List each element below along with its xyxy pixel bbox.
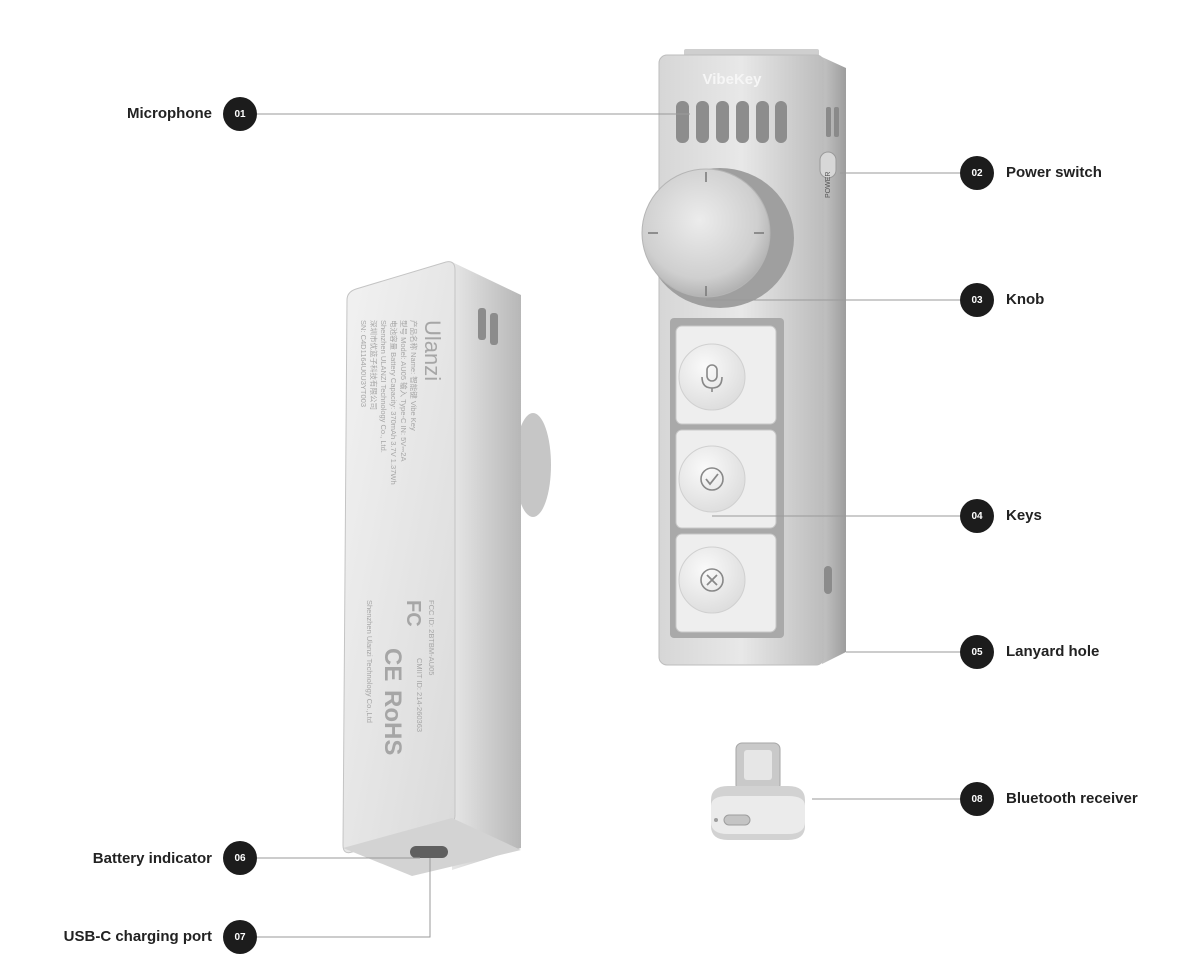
reg-line: Shenzhen Ulanzi Technology Co.,Ltd: [365, 600, 374, 723]
ce-mark: CE: [379, 648, 406, 681]
back-face: [342, 261, 456, 854]
reg-line: CMIIT ID: 214-260363: [415, 658, 424, 732]
front-device: VibeKey POWER: [641, 49, 846, 666]
brand-logo: VibeKey: [703, 71, 763, 88]
callout-badge: 03: [960, 283, 994, 317]
back-label-text: Ulanzi 产品名称 Name: 智能键 Vibe Key 型号 Model:…: [359, 320, 445, 755]
bluetooth-receiver: [711, 742, 805, 840]
callout-badge: 02: [960, 156, 994, 190]
back-vent: [490, 313, 498, 345]
spec-line: 电池容量 Battery Capacity: 370mAh 3.7V 1.37W…: [389, 320, 399, 485]
usb-c-port: [410, 846, 448, 858]
fc-mark: FC: [402, 600, 424, 627]
side-vent: [826, 107, 831, 137]
callout-label-battery-indicator: Battery indicator: [92, 850, 212, 867]
leader-line: [257, 858, 431, 938]
microphone-grille: [676, 101, 787, 143]
key-cancel[interactable]: [675, 533, 777, 633]
rohs-mark: RoHS: [379, 690, 406, 755]
spec-line: 产品名称 Name: 智能键 Vibe Key: [409, 320, 419, 431]
spec-line: 深圳市优篮子科技有限公司: [369, 320, 379, 410]
callout-badge: 04: [960, 499, 994, 533]
back-brand: Ulanzi: [420, 320, 445, 381]
x-circle-icon: [700, 568, 724, 592]
knob[interactable]: [641, 168, 794, 308]
spec-line: 型号 Model: AU05 输入 Type-C IN: 5V⎓2A: [399, 320, 409, 461]
device-side-face: [822, 57, 846, 664]
key-check[interactable]: [675, 429, 777, 529]
plug-inner: [744, 750, 772, 780]
receiver-face: [711, 796, 805, 834]
callout-badge: 08: [960, 782, 994, 816]
lanyard-hole: [824, 566, 832, 594]
key-microphone[interactable]: [675, 325, 777, 425]
back-vent: [478, 308, 486, 340]
callout-badge: 01: [223, 97, 257, 131]
callout-badge: 05: [960, 635, 994, 669]
callout-label-power-switch: Power switch: [1006, 164, 1102, 181]
back-device: Ulanzi 产品名称 Name: 智能键 Vibe Key 型号 Model:…: [342, 261, 551, 876]
callout-label-knob: Knob: [1006, 291, 1045, 308]
receiver-button[interactable]: [723, 814, 751, 826]
power-switch[interactable]: [819, 151, 837, 179]
power-label: POWER: [825, 172, 832, 198]
callout-label-bluetooth-receiver: Bluetooth receiver: [1006, 790, 1138, 807]
spec-line: Shenzhen ULANZI Technology Co., Ltd.: [379, 320, 388, 453]
callout-badge: 07: [223, 920, 257, 954]
leader-lines: [257, 113, 960, 938]
callout-label-lanyard-hole: Lanyard hole: [1006, 643, 1100, 660]
knob-side: [515, 413, 551, 517]
back-side-face: [452, 262, 521, 870]
callout-label-usb-c-port: USB-C charging port: [63, 928, 212, 945]
spec-line: SN: C4D1164U0U3YT003: [359, 320, 368, 407]
callout-label-keys: Keys: [1006, 507, 1042, 524]
reg-line: FCC ID: 2BTBM-AU05: [427, 600, 436, 675]
receiver-led: [714, 818, 718, 822]
side-vent: [834, 107, 839, 137]
callout-label-microphone: Microphone: [127, 105, 212, 122]
check-circle-icon: [700, 467, 724, 491]
microphone-icon: [701, 364, 723, 392]
callout-badge: 06: [223, 841, 257, 875]
